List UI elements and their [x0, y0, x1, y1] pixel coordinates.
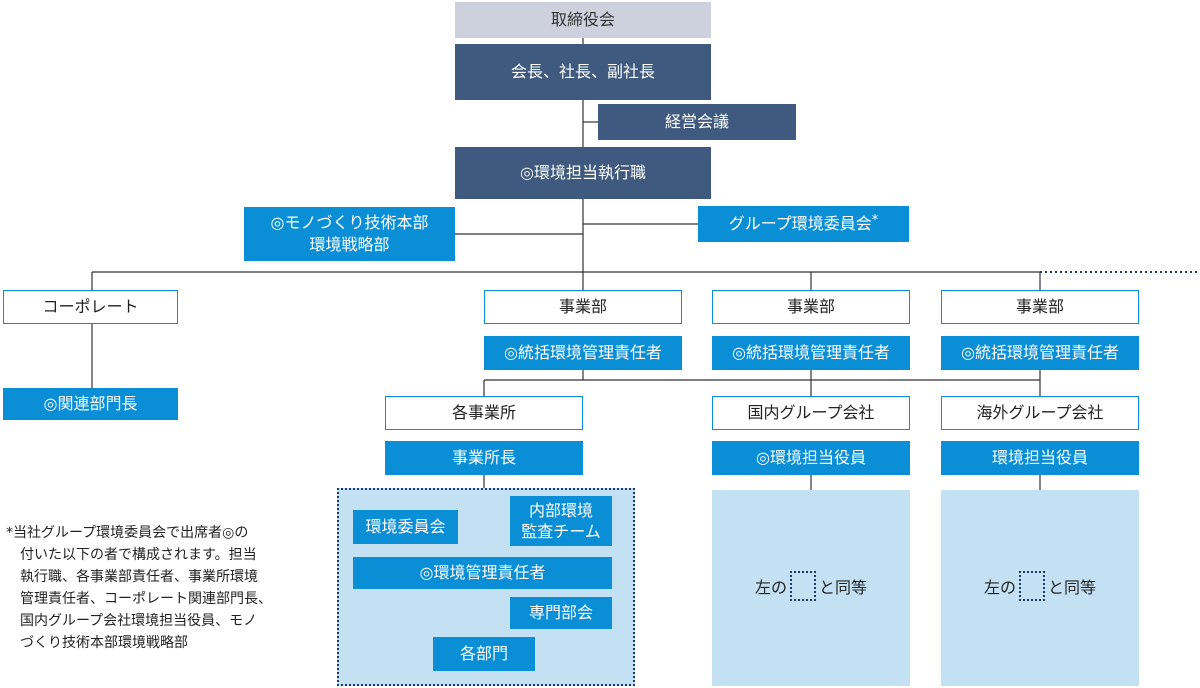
overseas-group-box: 海外グループ会社	[941, 396, 1139, 430]
departments-box: 各部門	[433, 637, 535, 671]
domestic-group-box: 国内グループ会社	[712, 396, 910, 430]
audit-team-box: 内部環境 監査チーム	[510, 496, 612, 546]
same-as-left-prefix: 左の	[754, 578, 787, 597]
footnote: *当社グループ環境委員会で出席者◎の 付いた以下の者で構成されます。担当 執行職…	[6, 522, 306, 654]
monozukuri-line2: 環境戦略部	[309, 235, 390, 254]
domestic-officer-box: ◎環境担当役員	[712, 441, 910, 475]
footnote-line: *当社グループ環境委員会で出席者◎の	[6, 525, 249, 541]
chairman-box: 会長、社長、副社長	[455, 44, 711, 100]
general-env-manager-box-1: ◎統括環境管理責任者	[484, 336, 682, 370]
env-manager-box: ◎環境管理責任者	[353, 557, 612, 589]
site-head-box: 事業所長	[385, 441, 583, 475]
special-subcommittee-box: 専門部会	[510, 597, 612, 629]
overseas-same-as-left: 左の と同等	[941, 568, 1139, 604]
business-unit-box-2: 事業部	[712, 290, 910, 324]
general-env-manager-box-3: ◎統括環境管理責任者	[941, 336, 1139, 370]
same-as-left-prefix: 左の	[983, 578, 1016, 597]
footnote-line: づくり技術本部環境戦略部	[20, 635, 188, 651]
corporate-box: コーポレート	[3, 290, 178, 324]
group-committee-box: グループ環境委員会*	[698, 206, 909, 242]
domestic-detail-box	[712, 490, 910, 686]
related-dept-head-box: ◎関連部門長	[3, 388, 178, 420]
same-as-left-suffix: と同等	[819, 578, 868, 597]
group-committee-mark: *	[871, 213, 879, 228]
board-box: 取締役会	[455, 2, 711, 38]
footnote-line: 国内グループ会社環境担当役員、モノ	[20, 613, 258, 629]
domestic-same-as-left: 左の と同等	[712, 568, 910, 604]
audit-line2: 監査チーム	[521, 522, 601, 541]
group-committee-label: グループ環境委員会	[728, 214, 872, 233]
business-unit-box-3: 事業部	[941, 290, 1139, 324]
env-officer-box: ◎環境担当執行職	[455, 147, 711, 199]
same-as-left-suffix: と同等	[1048, 578, 1097, 597]
business-unit-box-1: 事業部	[484, 290, 682, 324]
business-site-box: 各事業所	[385, 396, 583, 430]
audit-line1: 内部環境	[528, 501, 593, 520]
footnote-line: 付いた以下の者で構成されます。担当	[20, 547, 257, 563]
overseas-detail-box	[941, 490, 1139, 686]
management-meeting-box: 経営会議	[598, 104, 796, 140]
footnote-line: 執行職、各事業部責任者、事業所環境	[20, 569, 258, 585]
footnote-line: 管理責任者、コーポレート関連部門長、	[20, 591, 272, 607]
dotted-box-mark	[1019, 571, 1045, 601]
general-env-manager-box-2: ◎統括環境管理責任者	[712, 336, 910, 370]
monozukuri-line1: ◎モノづくり技術本部	[270, 213, 429, 232]
monozukuri-box: ◎モノづくり技術本部 環境戦略部	[244, 207, 455, 261]
overseas-officer-box: 環境担当役員	[941, 441, 1139, 475]
env-committee-box: 環境委員会	[353, 510, 458, 544]
dotted-box-mark	[790, 571, 816, 601]
